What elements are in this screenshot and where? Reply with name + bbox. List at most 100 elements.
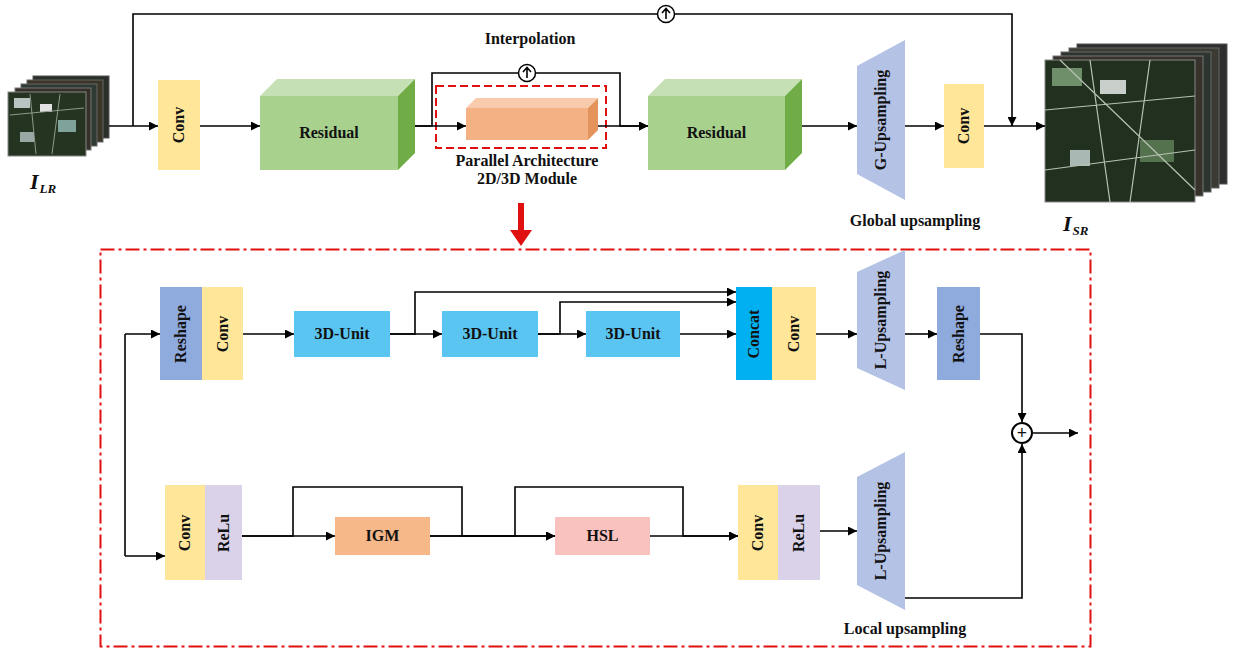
subscript-label: SR: [1073, 224, 1089, 238]
image-patch: [1070, 150, 1090, 166]
subscript-label: LR: [40, 182, 57, 196]
output-image: [1045, 44, 1227, 202]
image-patch: [1100, 80, 1126, 94]
block-label: Conv: [785, 315, 803, 351]
block-label: ReLu: [214, 513, 232, 551]
block-label: Residual: [687, 124, 747, 142]
image-patch: [20, 132, 34, 142]
connector: [980, 334, 1022, 422]
process-box: HSL: [555, 517, 650, 555]
module-block: Residual: [260, 96, 398, 170]
trapezoid-fill: [857, 40, 905, 200]
block-label: Reshape: [949, 305, 967, 363]
module-block: Residual: [648, 96, 785, 170]
process-box: IGM: [335, 517, 430, 555]
connector: [650, 535, 738, 537]
module-block: Parallel Architecture 2D/3D Module: [466, 108, 588, 140]
text-label: Interpolation: [485, 30, 576, 48]
text-label: I: [30, 170, 39, 194]
connector: [680, 333, 736, 335]
block-label: Conv: [213, 315, 231, 351]
process-box: ReLu: [205, 485, 242, 580]
block-label: IGM: [366, 527, 400, 545]
output-line: [984, 125, 1045, 127]
block-label: HSL: [586, 527, 618, 545]
image-patch: [1140, 140, 1174, 162]
expand-arrow: [518, 203, 524, 232]
process-box: ReLu: [778, 485, 820, 580]
symbol-circle: [658, 6, 675, 23]
box-side: [588, 98, 598, 140]
connector: [816, 333, 857, 335]
upsample-symbol: [519, 65, 536, 82]
block-label: Residual: [299, 124, 359, 142]
text-label: I: [1063, 212, 1072, 236]
process-box: Conv: [158, 80, 200, 170]
box-top: [648, 79, 802, 96]
expand-arrow-head: [510, 230, 532, 246]
block-caption: Local upsampling: [844, 620, 966, 638]
block-label: Conv: [170, 107, 188, 143]
process-box: 3D-Unit: [586, 311, 680, 357]
block-caption: Global upsampling: [850, 212, 980, 230]
sum-output: [1033, 432, 1078, 434]
connector: [905, 444, 1022, 598]
connector: [905, 125, 944, 127]
split-line: [125, 555, 165, 557]
connector: [200, 125, 260, 127]
box-faces: [466, 98, 598, 140]
image-front: [1045, 60, 1195, 202]
box-side: [398, 79, 415, 170]
block-label: Reshape: [172, 305, 190, 363]
block-label: Conv: [955, 108, 973, 144]
block-caption: Parallel Architecture 2D/3D Module: [437, 152, 617, 189]
connector: [905, 333, 937, 335]
process-box: Concat: [736, 287, 772, 380]
trapezoid-fill: [857, 250, 905, 390]
block-label: G-Upsampling: [872, 70, 890, 170]
block-label: 3D-Unit: [314, 325, 369, 343]
process-box: Conv: [202, 287, 243, 380]
image-patch: [58, 120, 76, 132]
detail-panel: [101, 250, 1091, 647]
block-label: L-Upsampling: [872, 271, 890, 370]
highlight-box: [436, 86, 606, 148]
block-label: 3D-Unit: [605, 325, 660, 343]
block-label: Conv: [749, 514, 767, 550]
connector: [243, 333, 294, 335]
process-box: Reshape: [937, 287, 980, 380]
symbol-arrow: [662, 9, 670, 20]
process-box: Conv: [738, 485, 778, 580]
block-label: Concat: [745, 309, 763, 358]
upsampling-block: L-Upsampling: [857, 250, 905, 390]
split-line: [125, 333, 160, 335]
input-image: [8, 76, 109, 156]
image-road: [1045, 60, 1195, 202]
process-box: 3D-Unit: [294, 311, 390, 357]
block-label: +: [1017, 424, 1027, 442]
symbol-arrow: [523, 68, 531, 79]
process-box: Conv: [772, 287, 816, 380]
image-patch: [14, 98, 30, 108]
box-top: [466, 98, 598, 108]
box-side: [785, 79, 802, 170]
image-front: [8, 92, 86, 156]
box-top: [260, 79, 415, 96]
trapezoid-fill: [857, 452, 905, 610]
process-box: 3D-Unit: [442, 311, 538, 357]
block-label: L-Upsampling: [872, 482, 890, 581]
block-label: 3D-Unit: [462, 325, 517, 343]
upsampling-block: G-UpsamplingGlobal upsampling: [857, 40, 905, 200]
image-road: [10, 94, 84, 154]
sum-node: +: [1011, 422, 1033, 444]
block-label: Conv: [176, 514, 194, 550]
connector: [820, 530, 857, 532]
symbol-circle: [519, 65, 536, 82]
block-label: ReLu: [790, 513, 808, 551]
process-box: Conv: [944, 84, 984, 168]
process-box: Reshape: [160, 287, 202, 380]
upsampling-block: L-UpsamplingLocal upsampling: [857, 452, 905, 610]
process-box: Conv: [165, 485, 205, 580]
split-line: [124, 334, 126, 556]
